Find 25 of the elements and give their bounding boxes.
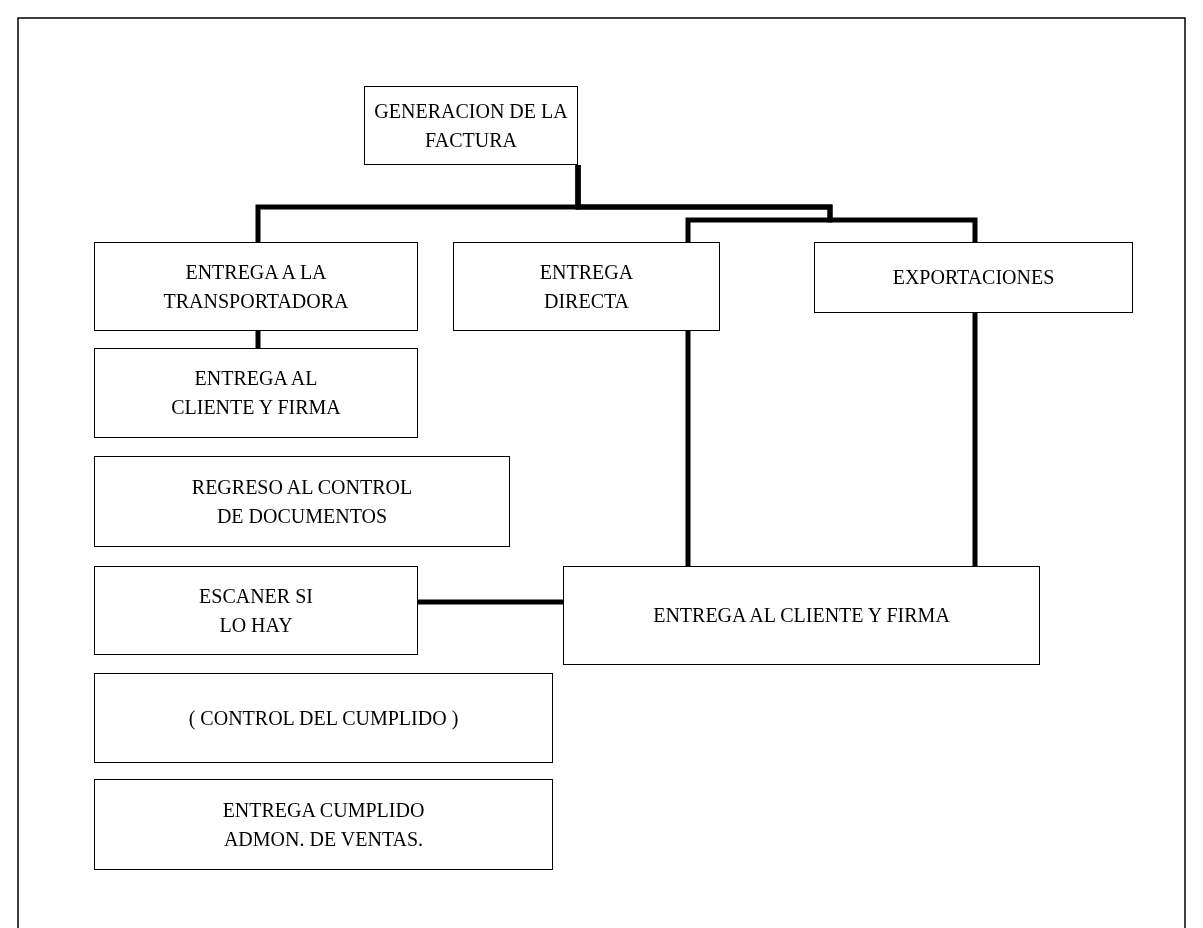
process-box xyxy=(453,242,720,331)
connector-line xyxy=(972,313,978,566)
box-label: ENTREGA DIRECTA xyxy=(538,259,635,314)
process-box xyxy=(94,242,418,331)
box-label: GENERACION DE LA FACTURA xyxy=(373,98,569,153)
connector-line xyxy=(255,331,261,348)
process-box xyxy=(94,566,418,655)
box-label: ENTREGA AL CLIENTE Y FIRMA xyxy=(170,366,342,420)
box-label: REGRESO AL CONTROL DE DOCUMENTOS xyxy=(190,474,414,529)
process-box xyxy=(94,673,553,763)
process-box xyxy=(814,242,1133,313)
connector-line xyxy=(685,331,691,566)
box-label: ENTREGA CUMPLIDO ADMON. DE VENTAS. xyxy=(221,797,426,852)
process-box xyxy=(563,566,1040,665)
process-box xyxy=(94,456,510,547)
box-label: ENTREGA A LA TRANSPORTADORA xyxy=(162,259,350,314)
box-label: ( CONTROL DEL CUMPLIDO ) xyxy=(188,705,459,732)
connector-line xyxy=(575,165,978,242)
connector-line xyxy=(418,599,563,605)
process-box xyxy=(94,779,553,870)
process-box xyxy=(364,86,578,165)
box-label: ESCANER SI LO HAY xyxy=(198,583,314,638)
box-label: ENTREGA AL CLIENTE Y FIRMA xyxy=(653,603,950,628)
box-label: EXPORTACIONES xyxy=(892,265,1055,290)
process-box xyxy=(94,348,418,438)
